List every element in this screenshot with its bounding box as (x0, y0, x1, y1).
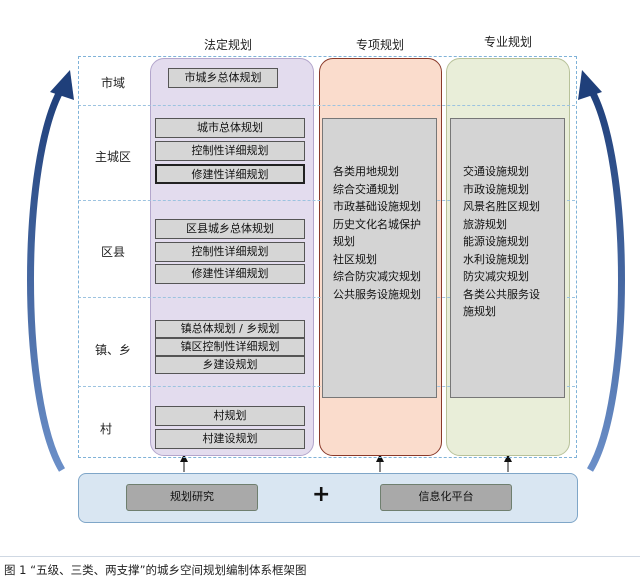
professional-item: 能源设施规划 (463, 235, 529, 248)
left-cycle-arrowhead (50, 70, 74, 100)
box-village-construction-plan: 村建设规划 (155, 429, 305, 449)
special-item: 历史文化名城保护 (333, 217, 421, 231)
footer-information-platform: 信息化平台 (380, 484, 512, 511)
title-professional: 专业规划 (483, 35, 532, 49)
professional-item: 水利设施规划 (463, 252, 529, 266)
box-county-regulatory-plan: 控制性详细规划 (155, 242, 305, 262)
box-village-plan: 村规划 (155, 406, 305, 426)
left-cycle-arrow (27, 86, 66, 472)
box-township-construction-plan: 乡建设规划 (155, 356, 305, 374)
level-divider (78, 105, 575, 106)
box-city-master-plan: 城市总体规划 (155, 118, 305, 138)
special-item: 公共服务设施规划 (333, 287, 421, 301)
box-town-regulatory-plan: 镇区控制性详细规划 (155, 338, 305, 356)
footer-planning-research: 规划研究 (126, 484, 258, 511)
professional-plans-list: 交通设施规划 市政设施规划 风景名胜区规划 旅游规划 能源设施规划 水利设施规划… (450, 118, 565, 398)
figure-caption: 图 1 “五级、三类、两支撑”的城乡空间规划编制体系框架图 (4, 563, 307, 577)
special-item: 社区规划 (333, 252, 377, 266)
special-item: 各类用地规划 (333, 165, 399, 178)
right-cycle-arrowhead (578, 70, 602, 100)
box-town-master-plan: 镇总体规划 / 乡规划 (155, 320, 305, 338)
box-county-master-plan: 区县城乡总体规划 (155, 219, 305, 239)
special-item: 规划 (333, 235, 355, 248)
special-plans-list: 各类用地规划 综合交通规划 市政基础设施规划 历史文化名城保护 规划 社区规划 … (322, 118, 437, 398)
special-item: 综合防灾减灾规划 (333, 270, 421, 283)
box-city-rural-master-plan: 市城乡总体规划 (168, 68, 278, 88)
professional-item: 市政设施规划 (463, 182, 529, 196)
box-county-site-plan: 修建性详细规划 (155, 264, 305, 284)
level-label-village: 村 (99, 422, 112, 436)
special-item: 综合交通规划 (333, 182, 399, 196)
level-label-town: 镇、乡 (94, 343, 131, 357)
professional-item: 旅游规划 (463, 217, 507, 231)
professional-item: 交通设施规划 (463, 165, 529, 178)
professional-item: 各类公共服务设 (463, 287, 540, 301)
caption-rule (0, 556, 640, 557)
box-site-plan: 修建性详细规划 (155, 164, 305, 184)
level-label-urban: 主城区 (94, 150, 131, 164)
right-cycle-arrow (586, 86, 625, 472)
plus-sign: + (312, 482, 331, 507)
special-item: 市政基础设施规划 (333, 200, 421, 213)
box-regulatory-plan: 控制性详细规划 (155, 141, 305, 161)
levels-frame (78, 56, 577, 458)
level-label-county: 区县 (100, 245, 125, 259)
level-label-city: 市域 (100, 76, 125, 90)
title-special: 专项规划 (355, 38, 404, 52)
professional-item: 风景名胜区规划 (463, 200, 540, 213)
title-statutory: 法定规划 (203, 38, 252, 52)
professional-item: 防灾减灾规划 (463, 270, 529, 283)
professional-item: 施规划 (463, 305, 496, 318)
